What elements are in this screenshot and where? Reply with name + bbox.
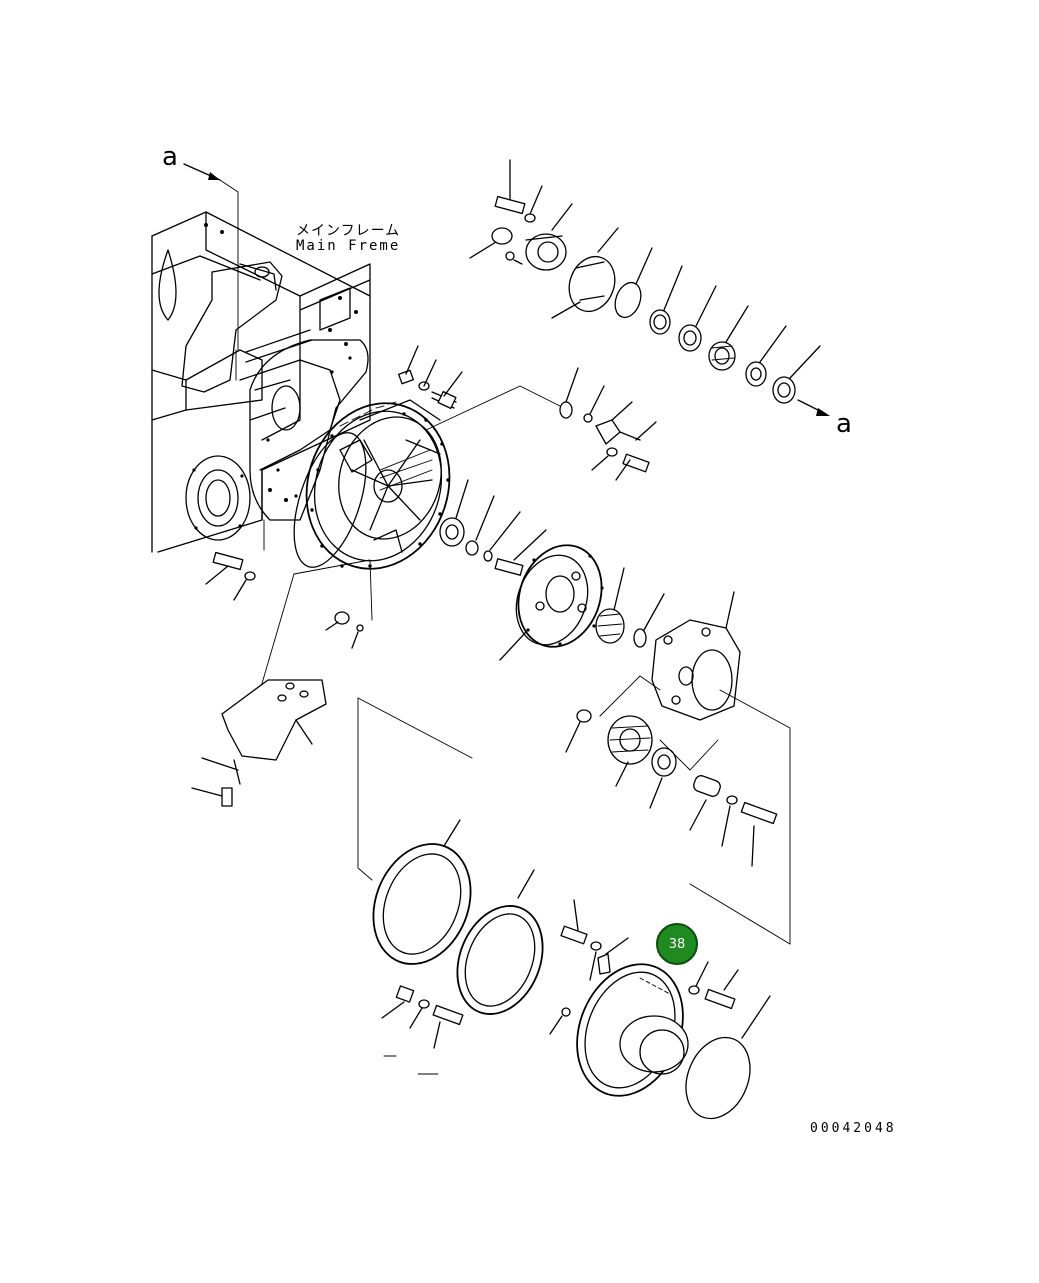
lower-bracket	[191, 679, 327, 807]
ref-arrow-top	[183, 163, 239, 351]
reference-label-right: a	[836, 409, 852, 439]
drawing-number: 00042048	[810, 1121, 897, 1136]
lower-housing-fasteners	[205, 349, 373, 705]
lower-left-fasteners	[381, 985, 464, 1075]
part-callout-38[interactable]: 38	[656, 923, 698, 965]
main-frame-label-jp: メインフレーム	[296, 223, 401, 239]
main-frame-label-en: Main Freme	[296, 238, 401, 254]
end-cover	[549, 899, 771, 1120]
housing-fasteners	[398, 345, 463, 410]
gasket-plate	[249, 339, 369, 521]
hub-assembly	[599, 591, 791, 945]
bracket-parts	[425, 367, 657, 481]
planet-parts	[565, 709, 778, 867]
upper-shaft-parts	[469, 159, 830, 416]
reference-label-top: a	[162, 142, 178, 172]
ring-gears	[357, 697, 544, 1015]
final-drive-housing	[293, 399, 451, 570]
main-frame	[151, 211, 371, 553]
planet-carrier	[499, 544, 665, 661]
center-bearing-parts	[439, 479, 547, 576]
